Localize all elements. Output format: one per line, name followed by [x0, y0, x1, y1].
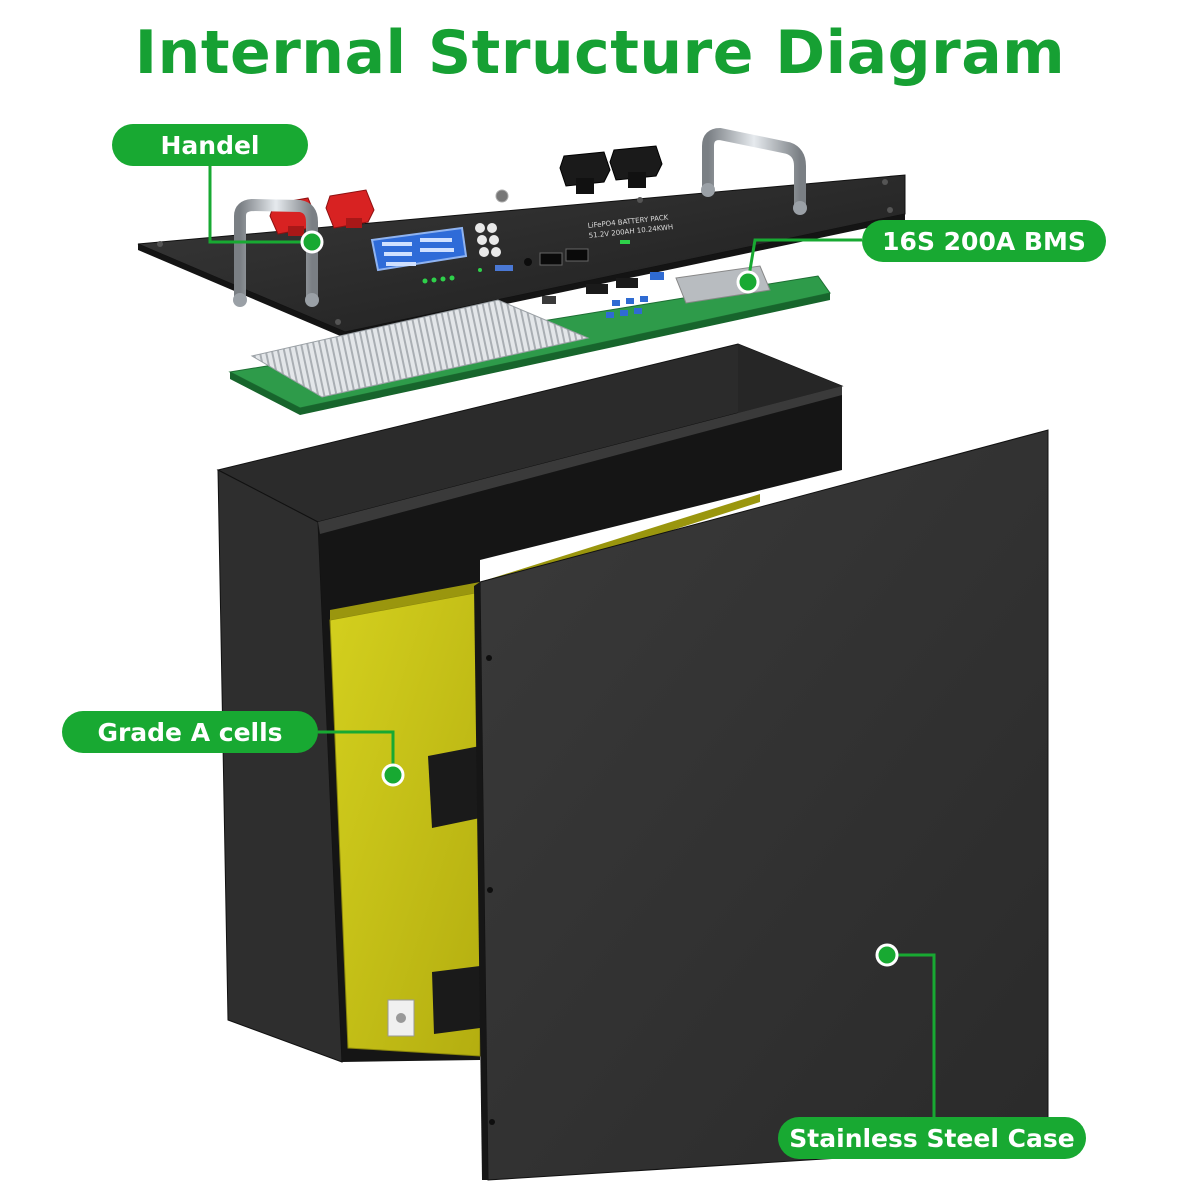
bms-connectors — [542, 278, 638, 304]
leader-case — [887, 953, 936, 1118]
case-front-panel-edge — [474, 582, 488, 1180]
panel-screws — [157, 179, 893, 325]
case-front-panel — [479, 429, 1049, 1181]
panel-buttons — [475, 223, 501, 257]
callout-label-handel: Handel — [112, 124, 308, 166]
dot-bms — [736, 270, 760, 294]
leader-cells — [318, 730, 395, 775]
bms-components — [606, 272, 664, 318]
page-title: Internal Structure Diagram — [134, 18, 1066, 88]
lcd-text — [382, 238, 454, 266]
dot-case — [875, 943, 899, 967]
carry-handles — [233, 127, 807, 307]
front-panel-screws — [486, 655, 495, 1125]
comm-ports — [495, 189, 630, 266]
case-inner-shelf — [318, 386, 842, 534]
heatsink — [250, 299, 590, 398]
leader-handel — [208, 166, 312, 244]
dip-switch — [495, 265, 513, 271]
negative-terminals — [559, 145, 663, 194]
leader-bms — [746, 238, 862, 283]
cells-strap — [428, 746, 480, 828]
status-leds — [422, 268, 482, 284]
cells-strap-lower — [432, 966, 480, 1034]
bms-board — [228, 265, 831, 415]
cells-top-face — [330, 494, 760, 620]
dot-cells — [381, 763, 405, 787]
steel-case — [216, 343, 1049, 1181]
dot-handel — [300, 230, 324, 254]
callout-leaders — [208, 166, 936, 1118]
top-panel: LiFePO4 BATTERY PACK 51.2V 200AH 10.24KW… — [137, 127, 906, 338]
callout-label-cells: Grade A cells — [62, 711, 318, 753]
callout-label-case: Stainless Steel Case — [778, 1117, 1086, 1159]
callout-dots — [300, 230, 899, 967]
callout-label-bms: 16S 200A BMS — [862, 220, 1106, 262]
